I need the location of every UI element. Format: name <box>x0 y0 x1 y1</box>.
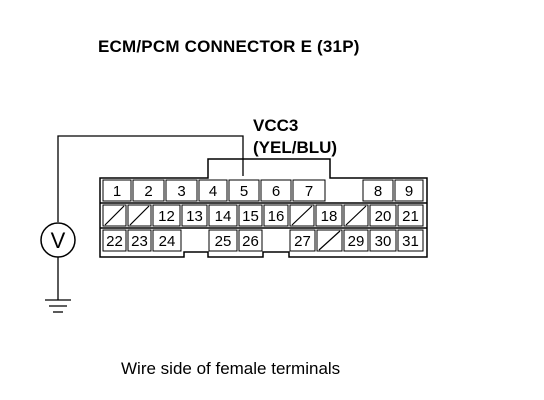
pin-18-label: 18 <box>321 208 338 225</box>
pin-16-label: 16 <box>268 208 285 225</box>
connector-cell <box>362 179 394 202</box>
connector-cell <box>198 179 228 202</box>
connector-cell <box>343 229 369 252</box>
pin-22-label: 22 <box>106 233 123 250</box>
unused-pin-slash <box>129 205 150 226</box>
connector-cell <box>127 204 152 227</box>
connector-cell <box>369 204 397 227</box>
pin-26-label: 26 <box>242 233 259 250</box>
connector-cell <box>102 179 132 202</box>
pin-3-label: 3 <box>177 183 185 200</box>
connector-gap <box>327 180 361 201</box>
pin-30-label: 30 <box>375 233 392 250</box>
pin-31-label: 31 <box>402 233 419 250</box>
pin-29-label: 29 <box>348 233 365 250</box>
pin-21-label: 21 <box>402 208 419 225</box>
connector-cell <box>292 179 326 202</box>
unused-pin-slash <box>318 230 341 251</box>
pin-9-label: 9 <box>405 183 413 200</box>
pin-7-label: 7 <box>305 183 313 200</box>
pin-27-label: 27 <box>294 233 311 250</box>
signal-name: VCC3 <box>253 116 298 135</box>
connector-cell <box>238 229 263 252</box>
connector-cell <box>289 229 316 252</box>
connector-cell <box>394 179 424 202</box>
connector-cell <box>102 229 127 252</box>
pin-12-label: 12 <box>158 208 175 225</box>
diagram-title: ECM/PCM CONNECTOR E (31P) <box>98 37 360 56</box>
pin-2-label: 2 <box>144 183 152 200</box>
connector-cell <box>289 204 315 227</box>
connector-cell <box>263 204 289 227</box>
connector-cell <box>181 204 208 227</box>
connector-gap <box>183 230 207 251</box>
connector-cell <box>165 179 198 202</box>
voltmeter-icon: V <box>40 222 76 258</box>
ground-icon <box>45 257 71 313</box>
pin-6-label: 6 <box>272 183 280 200</box>
connector-cell <box>343 204 369 227</box>
unused-pin-slash <box>291 205 313 226</box>
pin-24-label: 24 <box>159 233 176 250</box>
connector-cell <box>208 229 238 252</box>
pin-4-label: 4 <box>209 183 217 200</box>
connector-cell <box>397 229 424 252</box>
connector-cell <box>238 204 263 227</box>
connector-cell <box>152 229 182 252</box>
pin-1-label: 1 <box>113 183 121 200</box>
connector-cell <box>127 229 152 252</box>
connector-cell <box>152 204 181 227</box>
pin-20-label: 20 <box>375 208 392 225</box>
wire-color: (YEL/BLU) <box>253 138 337 157</box>
connector-cell <box>208 204 238 227</box>
connector-cell <box>260 179 292 202</box>
pin-15-label: 15 <box>242 208 259 225</box>
probe-wire <box>57 135 244 222</box>
connector-cell <box>132 179 165 202</box>
pin-13-label: 13 <box>186 208 203 225</box>
connector-cell <box>102 204 127 227</box>
connector-cell <box>369 229 397 252</box>
unused-pin-slash <box>345 205 367 226</box>
connector-cell <box>316 229 343 252</box>
pin-14-label: 14 <box>215 208 232 225</box>
pin-5-label: 5 <box>240 183 248 200</box>
pin-25-label: 25 <box>215 233 232 250</box>
diagram-caption: Wire side of female terminals <box>121 359 340 378</box>
unused-pin-slash <box>104 205 125 226</box>
connector-cell <box>397 204 424 227</box>
connector-cell <box>315 204 343 227</box>
pin-8-label: 8 <box>374 183 382 200</box>
connector-body <box>99 158 428 258</box>
pin-23-label: 23 <box>131 233 148 250</box>
voltmeter-symbol: V <box>51 228 66 253</box>
connector-cell <box>228 179 260 202</box>
connector-gap <box>264 230 288 251</box>
